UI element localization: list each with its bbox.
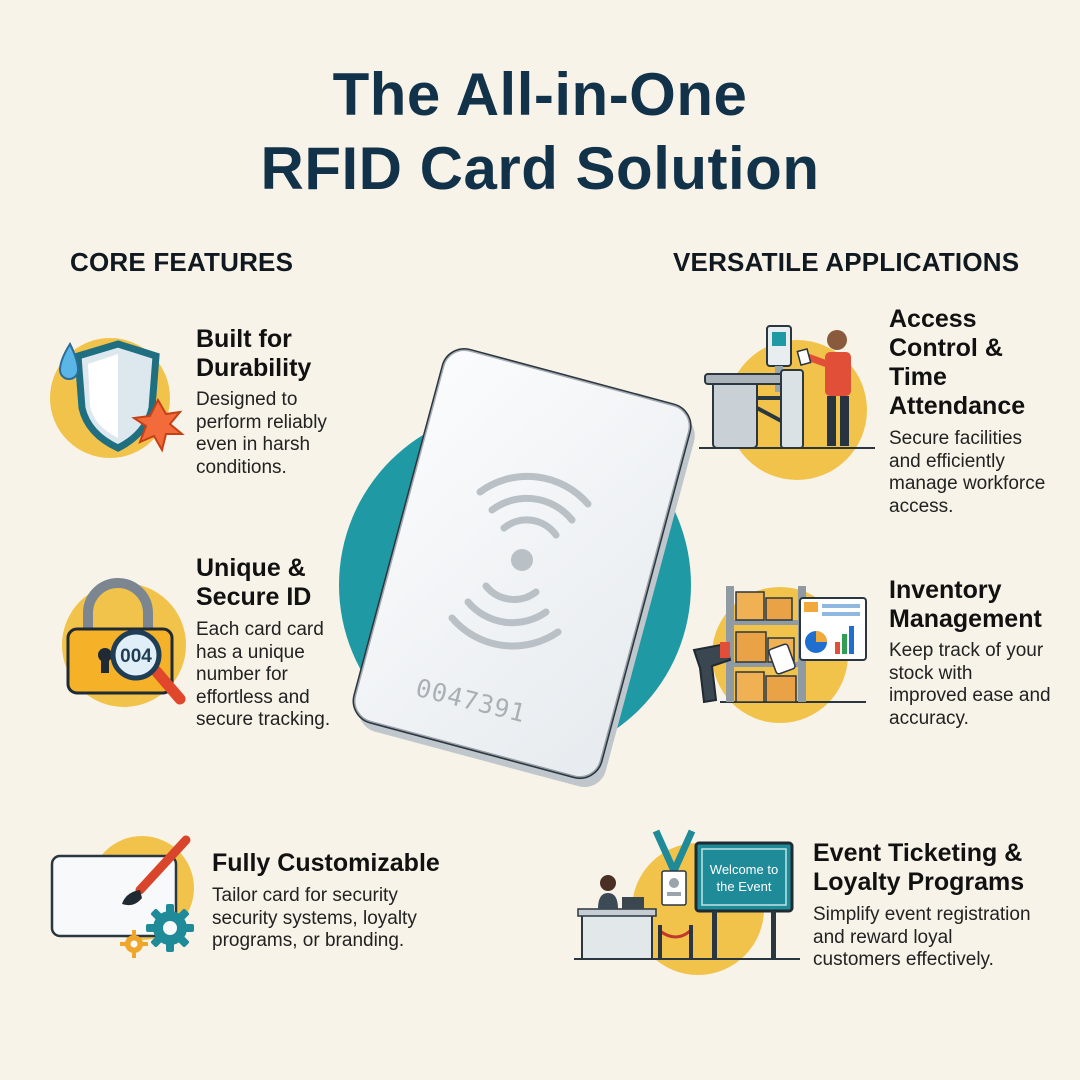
event-ticketing-title: Event Ticketing & Loyalty Programs — [813, 839, 1025, 896]
durability-title: Built for Durability — [196, 325, 312, 382]
customize-card-icon — [50, 835, 194, 958]
turnstile-access-icon — [699, 325, 875, 480]
welcome-sign-line-1: Welcome to — [710, 862, 778, 877]
event-ticketing-description: Simplify event registration and reward l… — [813, 904, 1031, 970]
durability-description: Designed to perform reliably even in har… — [196, 389, 327, 478]
title-line-1: The All-in-One — [332, 61, 748, 128]
contactless-wave-icon — [448, 472, 592, 650]
page-title: The All-in-One RFID Card Solution — [0, 58, 1080, 206]
versatile-applications-heading: VERSATILE APPLICATIONS — [673, 247, 1020, 277]
id-badge-number: 004 — [120, 646, 152, 667]
secure-id-title: Unique & Secure ID — [196, 554, 312, 611]
inventory-title: Inventory Management — [889, 576, 1042, 633]
inventory-description: Keep track of your stock with improved e… — [889, 640, 1051, 729]
shield-durability-icon — [50, 338, 185, 458]
secure-id-description: Each card card has a unique number for e… — [196, 619, 331, 730]
customizable-description: Tailor card for security security system… — [212, 885, 417, 951]
access-control-title: Access Control & Time Attendance — [889, 305, 1026, 420]
welcome-sign-line-2: the Event — [717, 879, 772, 894]
core-features-heading: CORE FEATURES — [70, 247, 294, 277]
customizable-title: Fully Customizable — [212, 849, 440, 877]
access-control-description: Secure facilities and efficiently manage… — [889, 428, 1046, 517]
title-line-2: RFID Card Solution — [260, 135, 820, 202]
warehouse-inventory-icon — [692, 586, 867, 723]
padlock-id-icon: 004 — [62, 578, 186, 707]
event-ticketing-icon: Welcome to the Event — [574, 829, 800, 975]
rfid-card-illustration — [339, 348, 695, 788]
